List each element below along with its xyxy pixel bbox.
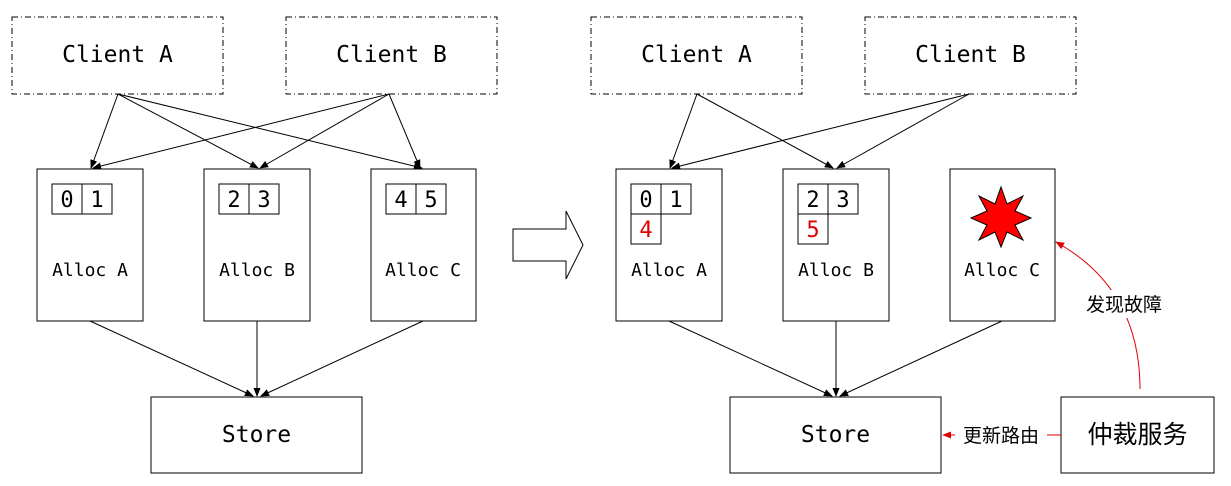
after-panel: Client A Client B 0 1 4 Alloc A 2 3 5 Al…	[590, 16, 1215, 474]
after-alloc-a-slot-0-text: 0	[639, 188, 652, 213]
after-alloc-b-slot-extra	[797, 213, 829, 245]
before-alloc-b-slot-1-text: 3	[257, 188, 270, 213]
after-alloc-a-slot-1	[660, 183, 692, 215]
after-store-arrows	[668, 320, 1003, 397]
transition-arrow-icon	[512, 210, 584, 280]
before-alloc-c-label: Alloc C	[385, 260, 461, 281]
after-alloc-b-slot-1-text: 3	[836, 188, 849, 213]
after-alloc-a-label: Alloc A	[631, 260, 707, 281]
after-alloc-c-label: Alloc C	[964, 260, 1040, 281]
after-alloc-b-slot-0-text: 2	[806, 188, 819, 213]
update-routing-label: 更新路由	[963, 425, 1039, 447]
before-store-box	[150, 396, 363, 474]
before-client-b-box	[285, 16, 498, 95]
before-alloc-a-slot-1-text: 1	[90, 188, 103, 213]
arbiter-service-box	[1060, 396, 1215, 474]
before-store-label: Store	[222, 422, 291, 448]
before-alloc-c-slot-1-text: 5	[424, 188, 437, 213]
before-store-arrows	[89, 320, 424, 397]
after-alloc-b-box	[782, 168, 890, 322]
after-alloc-b-label: Alloc B	[798, 260, 874, 281]
after-store-label: Store	[801, 422, 870, 448]
explosion-star-icon	[969, 185, 1033, 249]
after-client-b-box	[864, 16, 1077, 95]
before-client-a-label: Client A	[62, 42, 173, 68]
before-alloc-a-label: Alloc A	[52, 260, 128, 281]
before-alloc-b-label: Alloc B	[219, 260, 295, 281]
arbiter-service-label: 仲裁服务	[1087, 420, 1187, 449]
before-alloc-a-slot-0-text: 0	[60, 188, 73, 213]
after-alloc-a-slot-extra	[630, 213, 662, 245]
update-routing-label-bg	[955, 421, 1047, 449]
before-client-b-label: Client B	[336, 42, 447, 68]
after-client-arrows	[669, 93, 970, 170]
after-store-box	[729, 396, 942, 474]
detect-failure-label-bg	[1078, 290, 1170, 318]
after-alloc-b-slot-1	[827, 183, 859, 215]
before-alloc-a-slot-1	[81, 183, 113, 215]
before-alloc-b-slot-1	[248, 183, 280, 215]
after-client-b-label: Client B	[915, 42, 1026, 68]
after-client-a-label: Client A	[641, 42, 752, 68]
after-alloc-a-slot-extra-text: 4	[639, 218, 652, 243]
detect-failure-label: 发现故障	[1086, 294, 1162, 316]
before-client-arrows	[90, 93, 423, 170]
after-alloc-a-slot-1-text: 1	[669, 188, 682, 213]
before-alloc-c-box	[370, 168, 477, 322]
before-alloc-b-box	[203, 168, 311, 322]
before-alloc-b-slot-0-text: 2	[227, 188, 240, 213]
before-alloc-c-slot-1	[415, 183, 447, 215]
before-alloc-a-box	[36, 168, 144, 322]
before-panel: Client A Client B 0 1 Alloc A 2 3 Alloc …	[11, 16, 498, 474]
after-alloc-b-slot-extra-text: 5	[806, 218, 819, 243]
before-alloc-c-slot-0-text: 4	[394, 188, 407, 213]
